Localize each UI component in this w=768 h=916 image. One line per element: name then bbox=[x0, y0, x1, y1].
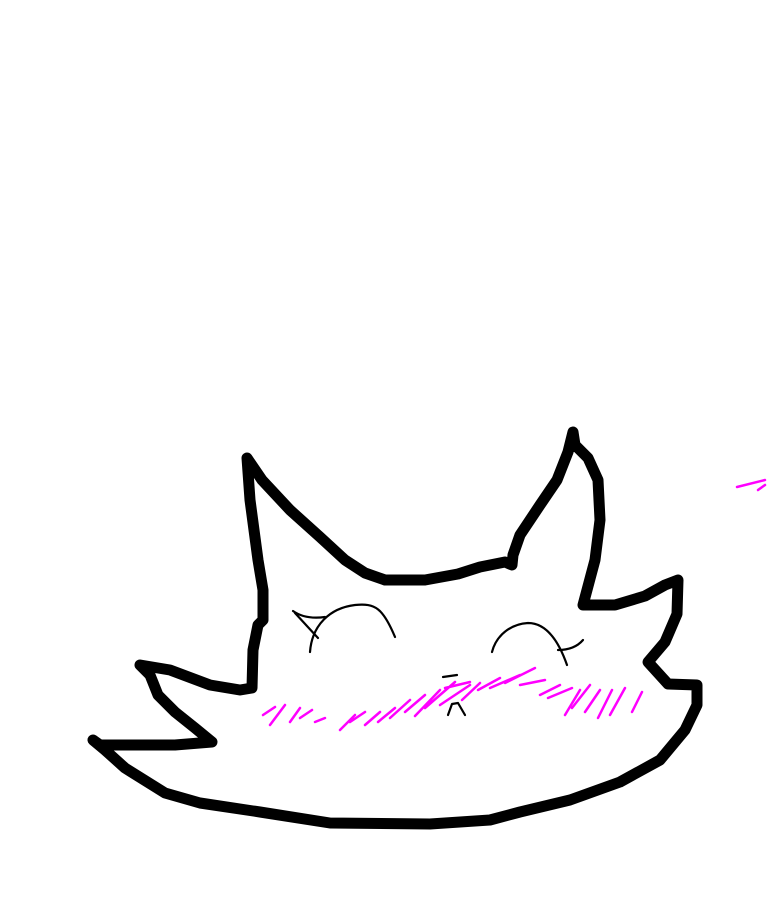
nose-mouth bbox=[441, 673, 467, 717]
cat-drawing bbox=[87, 426, 767, 830]
cat-body-outline bbox=[87, 426, 703, 830]
right-eye bbox=[490, 621, 585, 667]
blush-strokes bbox=[261, 478, 767, 732]
left-eye bbox=[291, 603, 397, 654]
